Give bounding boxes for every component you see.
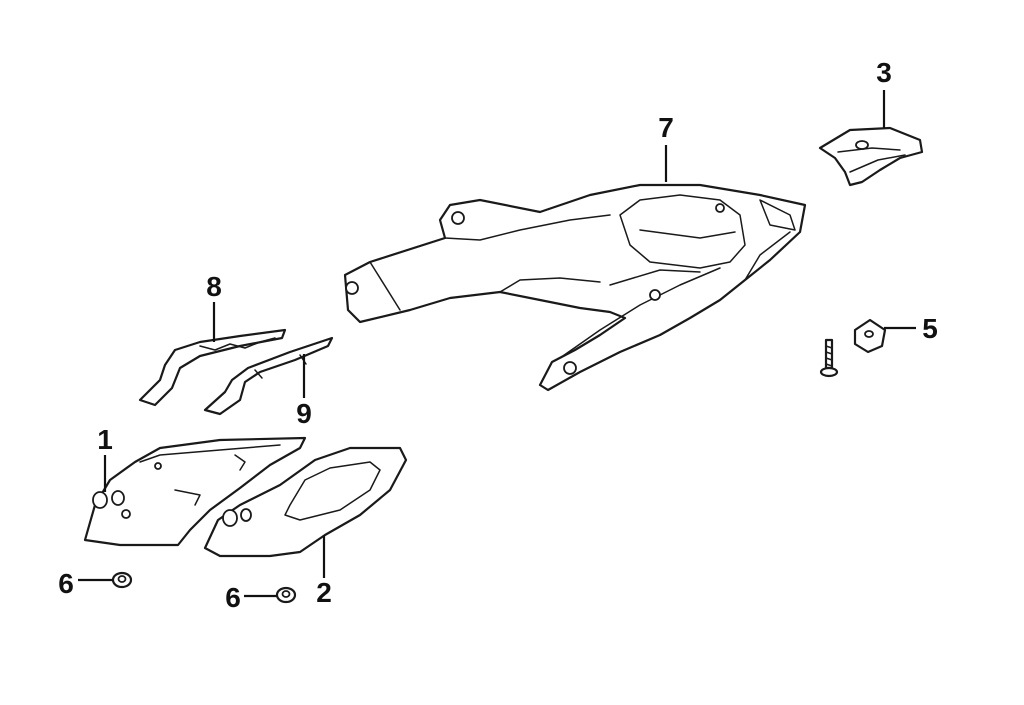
callout-1: 1 — [97, 424, 113, 455]
callout-6a: 6 — [58, 568, 74, 599]
callout-5: 5 — [922, 313, 938, 344]
part-2-side-panel — [203, 446, 408, 558]
callout-2: 2 — [316, 577, 332, 608]
part-8-trim-strip — [138, 328, 287, 407]
callout-7: 7 — [658, 112, 674, 143]
callout-6b: 6 — [225, 582, 241, 613]
part-6-nut-a — [111, 571, 133, 589]
leader-lines — [78, 90, 916, 598]
callout-3: 3 — [876, 57, 892, 88]
part-7-tail-cowl — [343, 183, 807, 392]
callout-8: 8 — [206, 271, 222, 302]
part-3-bracket — [818, 126, 924, 187]
part-5-clip-nut — [853, 318, 887, 354]
part-1-side-panel — [83, 436, 307, 547]
callout-9: 9 — [296, 398, 312, 429]
tapping-screw — [819, 338, 839, 378]
part-6-nut-b — [275, 586, 297, 604]
